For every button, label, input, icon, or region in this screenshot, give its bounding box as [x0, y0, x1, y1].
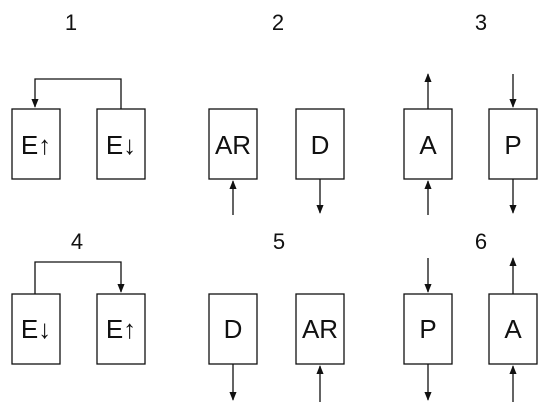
panel-5: 5 D AR	[208, 229, 345, 402]
box-label-e-down: E↓	[106, 130, 136, 160]
box-label-e-up: E↑	[21, 130, 51, 160]
box-e-down	[11, 293, 61, 365]
panel-2: 2 AR D	[208, 10, 345, 215]
box-label-p: P	[419, 314, 436, 344]
box-label-e-down: E↓	[21, 314, 51, 344]
panel-3: 3 A P	[403, 10, 538, 215]
connector-arrow-e-down-to-e-up	[34, 261, 125, 294]
connector-arrow-e-down-to-e-up	[31, 78, 122, 109]
panel-1: 1 E↑ E↓	[11, 10, 146, 180]
box-e-down	[96, 108, 146, 180]
panel-number-2: 2	[272, 10, 284, 35]
panel-6: 6 P A	[403, 229, 538, 402]
box-label-ar: AR	[302, 314, 338, 344]
box-p	[403, 293, 453, 365]
box-e-up	[11, 108, 61, 180]
box-label-ar: AR	[215, 130, 251, 160]
box-label-d: D	[224, 314, 243, 344]
box-label-a: A	[419, 130, 437, 160]
box-a	[403, 108, 453, 180]
box-label-p: P	[504, 130, 521, 160]
box-p	[488, 108, 538, 180]
box-label-e-up: E↑	[106, 314, 136, 344]
panel-number-1: 1	[65, 10, 77, 35]
panel-number-5: 5	[273, 229, 285, 254]
box-ar	[295, 293, 345, 365]
box-a	[488, 293, 538, 365]
box-ar	[208, 108, 258, 180]
panel-number-3: 3	[475, 10, 487, 35]
box-e-up	[96, 293, 146, 365]
panel-4: 4 E↓ E↑	[11, 229, 146, 365]
box-label-d: D	[311, 130, 330, 160]
panel-number-6: 6	[475, 229, 487, 254]
panel-number-4: 4	[71, 229, 83, 254]
box-label-a: A	[504, 314, 522, 344]
